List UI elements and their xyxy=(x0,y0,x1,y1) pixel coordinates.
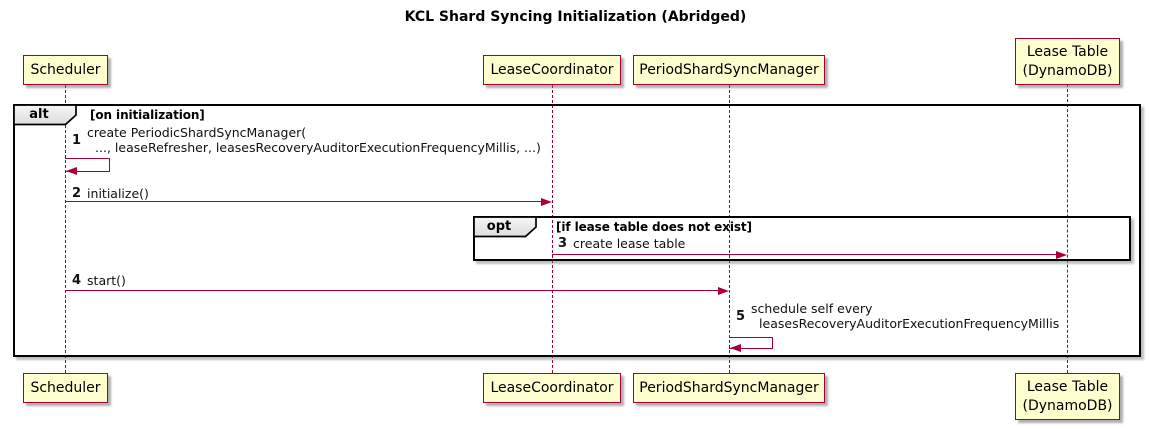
lifeline-leasetable xyxy=(1067,84,1068,373)
message-1-text-line1: create PeriodicShardSyncManager( xyxy=(87,125,307,140)
message-5-number: 5 xyxy=(736,308,746,324)
message-2-arrow xyxy=(65,201,548,202)
message-5-text-line2: leasesRecoveryAuditorExecutionFrequencyM… xyxy=(759,316,1060,331)
message-3-text: create lease table xyxy=(573,236,686,251)
alt-operator-pentagon xyxy=(13,104,77,126)
opt-operator-label: opt xyxy=(486,219,512,234)
message-1-label: 1 create PeriodicShardSyncManager( ..., … xyxy=(72,125,541,155)
message-2-label: 2 initialize() xyxy=(72,186,149,201)
participant-leasetable-bottom: Lease Table (DynamoDB) xyxy=(1015,373,1120,420)
message-5-label: 5 schedule self every leasesRecoveryAudi… xyxy=(736,301,1059,331)
participant-leasetable-top-label-line1: Lease Table xyxy=(1026,43,1109,60)
alt-operator-label: alt xyxy=(29,107,49,122)
lifeline-scheduler xyxy=(65,85,66,373)
message-1-number: 1 xyxy=(72,132,82,148)
message-4-label: 4 start() xyxy=(72,273,126,288)
message-2-text: initialize() xyxy=(87,186,149,201)
alt-guard-label: [on initialization] xyxy=(90,108,205,122)
message-5-arrowhead xyxy=(730,344,741,352)
message-2-number: 2 xyxy=(72,186,82,201)
participant-scheduler-top-label: Scheduler xyxy=(30,61,101,78)
alt-frame xyxy=(13,104,1141,357)
participant-leasetable-bottom-label-line1: Lease Table xyxy=(1026,378,1109,395)
participant-scheduler-bottom-label: Scheduler xyxy=(30,379,101,396)
message-4-arrowhead xyxy=(718,287,729,295)
participant-leasetable-top: Lease Table (DynamoDB) xyxy=(1015,38,1120,85)
message-1-self-arrow xyxy=(65,158,110,172)
message-1-arrowhead xyxy=(66,167,77,175)
participant-leasetable-top-label-line2: (DynamoDB) xyxy=(1022,62,1113,79)
message-1-text-line2: ..., leaseRefresher, leasesRecoveryAudit… xyxy=(95,140,541,155)
message-5-text-line1: schedule self every xyxy=(751,301,873,316)
lifeline-leasecoordinator xyxy=(552,85,553,373)
participant-periodshardsyncmanager-top: PeriodShardSyncManager xyxy=(633,55,825,85)
participant-leasecoordinator-top: LeaseCoordinator xyxy=(483,55,621,85)
participant-leasecoordinator-top-label: LeaseCoordinator xyxy=(490,61,614,78)
opt-guard-label: [if lease table does not exist] xyxy=(556,220,752,234)
opt-frame xyxy=(473,216,1131,261)
participant-leasecoordinator-bottom-label: LeaseCoordinator xyxy=(490,379,614,396)
participant-scheduler-bottom: Scheduler xyxy=(23,373,108,403)
message-3-arrowhead xyxy=(1056,251,1067,259)
lifeline-periodshardsyncmanager xyxy=(729,85,730,373)
diagram-title: KCL Shard Syncing Initialization (Abridg… xyxy=(404,9,747,25)
participant-periodshardsyncmanager-top-label: PeriodShardSyncManager xyxy=(639,61,819,78)
participant-leasecoordinator-bottom: LeaseCoordinator xyxy=(483,373,621,403)
message-3-number: 3 xyxy=(558,236,568,251)
message-4-text: start() xyxy=(87,273,126,288)
message-4-number: 4 xyxy=(72,273,82,288)
participant-periodshardsyncmanager-bottom-label: PeriodShardSyncManager xyxy=(639,379,819,396)
message-3-arrow xyxy=(552,254,1063,255)
message-4-arrow xyxy=(65,290,725,291)
participant-periodshardsyncmanager-bottom: PeriodShardSyncManager xyxy=(633,373,825,403)
message-3-label: 3 create lease table xyxy=(558,236,685,251)
opt-operator-pentagon xyxy=(473,216,537,238)
message-2-arrowhead xyxy=(541,198,552,206)
participant-leasetable-bottom-label-line2: (DynamoDB) xyxy=(1022,397,1113,414)
message-5-self-arrow xyxy=(729,337,773,349)
participant-scheduler-top: Scheduler xyxy=(23,55,108,85)
